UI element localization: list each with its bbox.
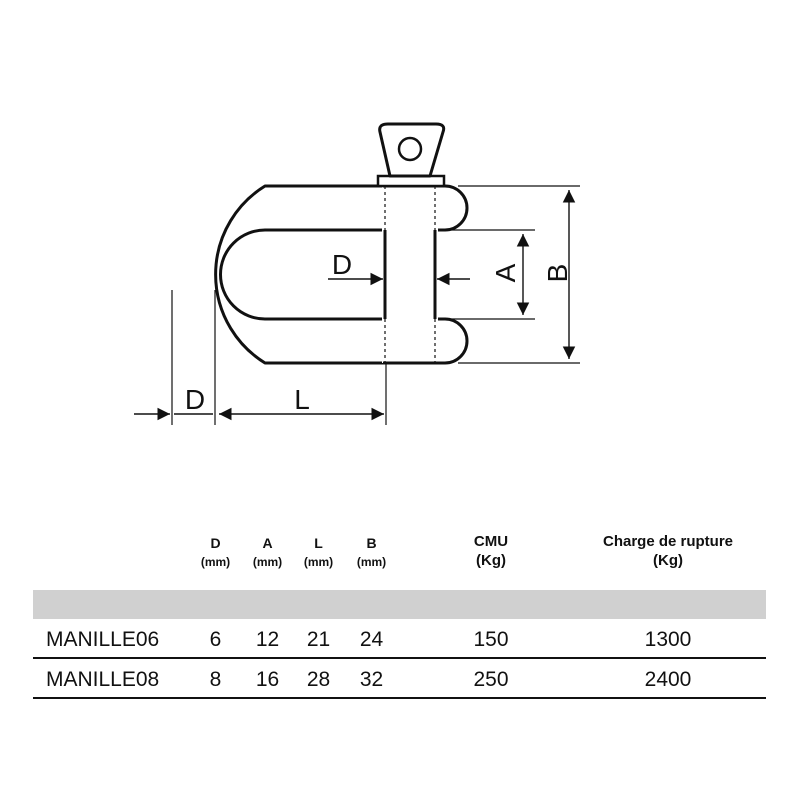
header-a: A (mm) [252, 535, 283, 569]
shackle-drawing: B A D D L [134, 122, 580, 425]
row-l: 21 [306, 628, 331, 651]
row-divider [33, 657, 766, 659]
row-cmu: 250 [473, 668, 509, 691]
shackle-pin [382, 186, 438, 363]
table-row: MANILLE08 8 16 28 32 250 2400 [33, 663, 766, 697]
row-cmu: 150 [473, 628, 509, 651]
dimension-l-label: L [294, 384, 310, 415]
row-d: 6 [209, 628, 222, 651]
row-b: 32 [359, 668, 384, 691]
row-divider [33, 697, 766, 699]
row-rupture: 1300 [644, 628, 692, 651]
row-a: 12 [255, 628, 280, 651]
shackle-body [214, 184, 469, 365]
header-d: D (mm) [200, 535, 231, 569]
row-b: 24 [359, 628, 384, 651]
dimension-a-label: A [490, 263, 521, 282]
dimension-b-label: B [542, 264, 573, 283]
pin-eye-hole [397, 136, 423, 162]
row-name: MANILLE06 [46, 628, 160, 651]
header-charge-de-rupture: Charge de rupture (Kg) [602, 533, 734, 569]
header-cmu: CMU (Kg) [473, 533, 509, 569]
row-rupture: 2400 [644, 668, 692, 691]
row-name: MANILLE08 [46, 668, 160, 691]
dimension-d-pin-label: D [332, 249, 352, 280]
header-b: B (mm) [356, 535, 387, 569]
header-l: L (mm) [303, 535, 334, 569]
table-row: MANILLE06 6 12 21 24 150 1300 [33, 623, 766, 657]
row-d: 8 [209, 668, 222, 691]
dimension-d-body-label: D [185, 384, 205, 415]
row-l: 28 [306, 668, 331, 691]
header-band [33, 590, 766, 619]
row-a: 16 [255, 668, 280, 691]
